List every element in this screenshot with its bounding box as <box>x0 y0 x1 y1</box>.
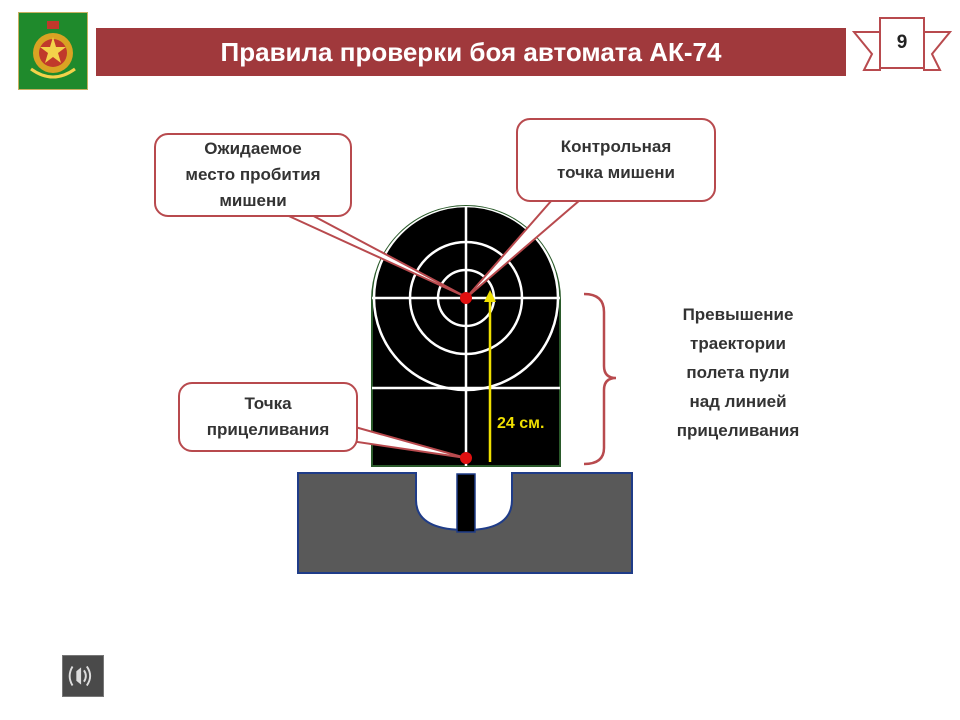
measure-label: 24 см. <box>497 415 544 432</box>
callout-expected-hit: Ожидаемое место пробития мишени <box>154 133 352 217</box>
trajectory-label: Превышение траектории полета пули над ли… <box>676 305 800 440</box>
callout-control-point: Контрольная точка мишени <box>516 118 716 202</box>
callout-aim-point: Точка прицеливания <box>178 382 358 452</box>
trajectory-brace <box>583 292 617 466</box>
slide-number: 9 <box>896 32 908 53</box>
aim-point-dot <box>460 452 472 464</box>
page-title: Правила проверки боя автомата АК-74 <box>96 28 846 76</box>
speaker-icon[interactable] <box>62 655 104 697</box>
measure-arrowhead <box>484 290 496 302</box>
emblem-icon <box>18 12 88 90</box>
slide-number-badge: 9 <box>852 14 952 74</box>
expected-hit-dot <box>460 292 472 304</box>
front-sight-post <box>456 473 476 533</box>
